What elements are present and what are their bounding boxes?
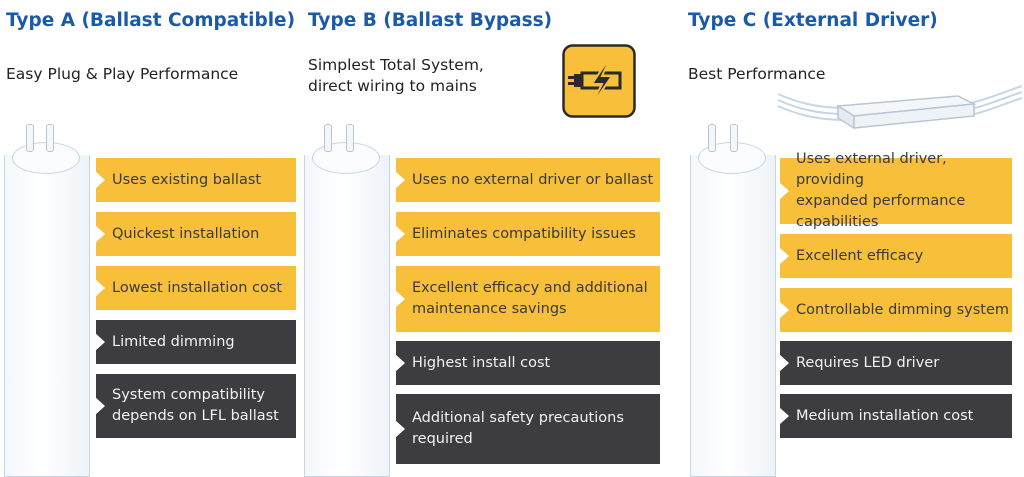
column-title: Type A (Ballast Compatible) <box>6 10 296 31</box>
column-subtitle: Simplest Total System, direct wiring to … <box>308 56 484 95</box>
feature-text: Quickest installation <box>112 225 260 242</box>
feature-text: Lowest installation cost <box>112 279 283 296</box>
limitation-text: Medium installation cost <box>796 407 974 424</box>
limitation-text: Limited dimming <box>112 333 235 350</box>
feature-box: Lowest installation cost <box>95 266 296 310</box>
feature-box: Uses external driver, providing expanded… <box>779 151 1012 230</box>
feature-text: Excellent efficacy and additional mainte… <box>412 280 648 317</box>
feature-box: Controllable dimming system <box>779 288 1012 332</box>
column-type-a: Type A (Ballast Compatible) Easy Plug & … <box>4 0 296 477</box>
limitation-box: System compatibility depends on LFL ball… <box>95 374 296 438</box>
feature-box: Quickest installation <box>95 212 296 256</box>
limitation-text: Highest install cost <box>412 354 551 371</box>
feature-box: Excellent efficacy and additional mainte… <box>395 266 660 332</box>
limitation-box: Additional safety precautions required <box>395 394 660 464</box>
feature-text: Controllable dimming system <box>796 301 1010 318</box>
limitation-text: Requires LED driver <box>796 354 940 371</box>
feature-text: Uses no external driver or ballast <box>412 171 654 188</box>
feature-text: Excellent efficacy <box>796 247 924 264</box>
feature-box: Excellent efficacy <box>779 234 1012 278</box>
feature-box: Uses existing ballast <box>95 158 296 202</box>
column-title: Type B (Ballast Bypass) <box>308 10 553 31</box>
limitation-box: Requires LED driver <box>779 341 1012 385</box>
led-driver-icon <box>776 82 1024 138</box>
limitation-text: System compatibility depends on LFL ball… <box>112 387 279 424</box>
feature-box: Eliminates compatibility issues <box>395 212 660 256</box>
feature-box: Uses no external driver or ballast <box>395 158 660 202</box>
column-title: Type C (External Driver) <box>688 10 938 31</box>
feature-text: Uses external driver, providing expanded… <box>796 151 966 230</box>
feature-text: Eliminates compatibility issues <box>412 225 636 242</box>
plug-lightning-icon <box>562 44 636 118</box>
limitation-box: Highest install cost <box>395 341 660 385</box>
column-type-b: Type B (Ballast Bypass) Simplest Total S… <box>304 0 660 477</box>
limitation-text: Additional safety precautions required <box>412 410 624 447</box>
column-subtitle: Easy Plug & Play Performance <box>6 65 239 83</box>
limitation-box: Limited dimming <box>95 320 296 364</box>
column-subtitle: Best Performance <box>688 65 826 83</box>
column-type-c: Type C (External Driver) Best Performanc… <box>688 0 1024 477</box>
feature-text: Uses existing ballast <box>112 171 262 188</box>
limitation-box: Medium installation cost <box>779 394 1012 438</box>
